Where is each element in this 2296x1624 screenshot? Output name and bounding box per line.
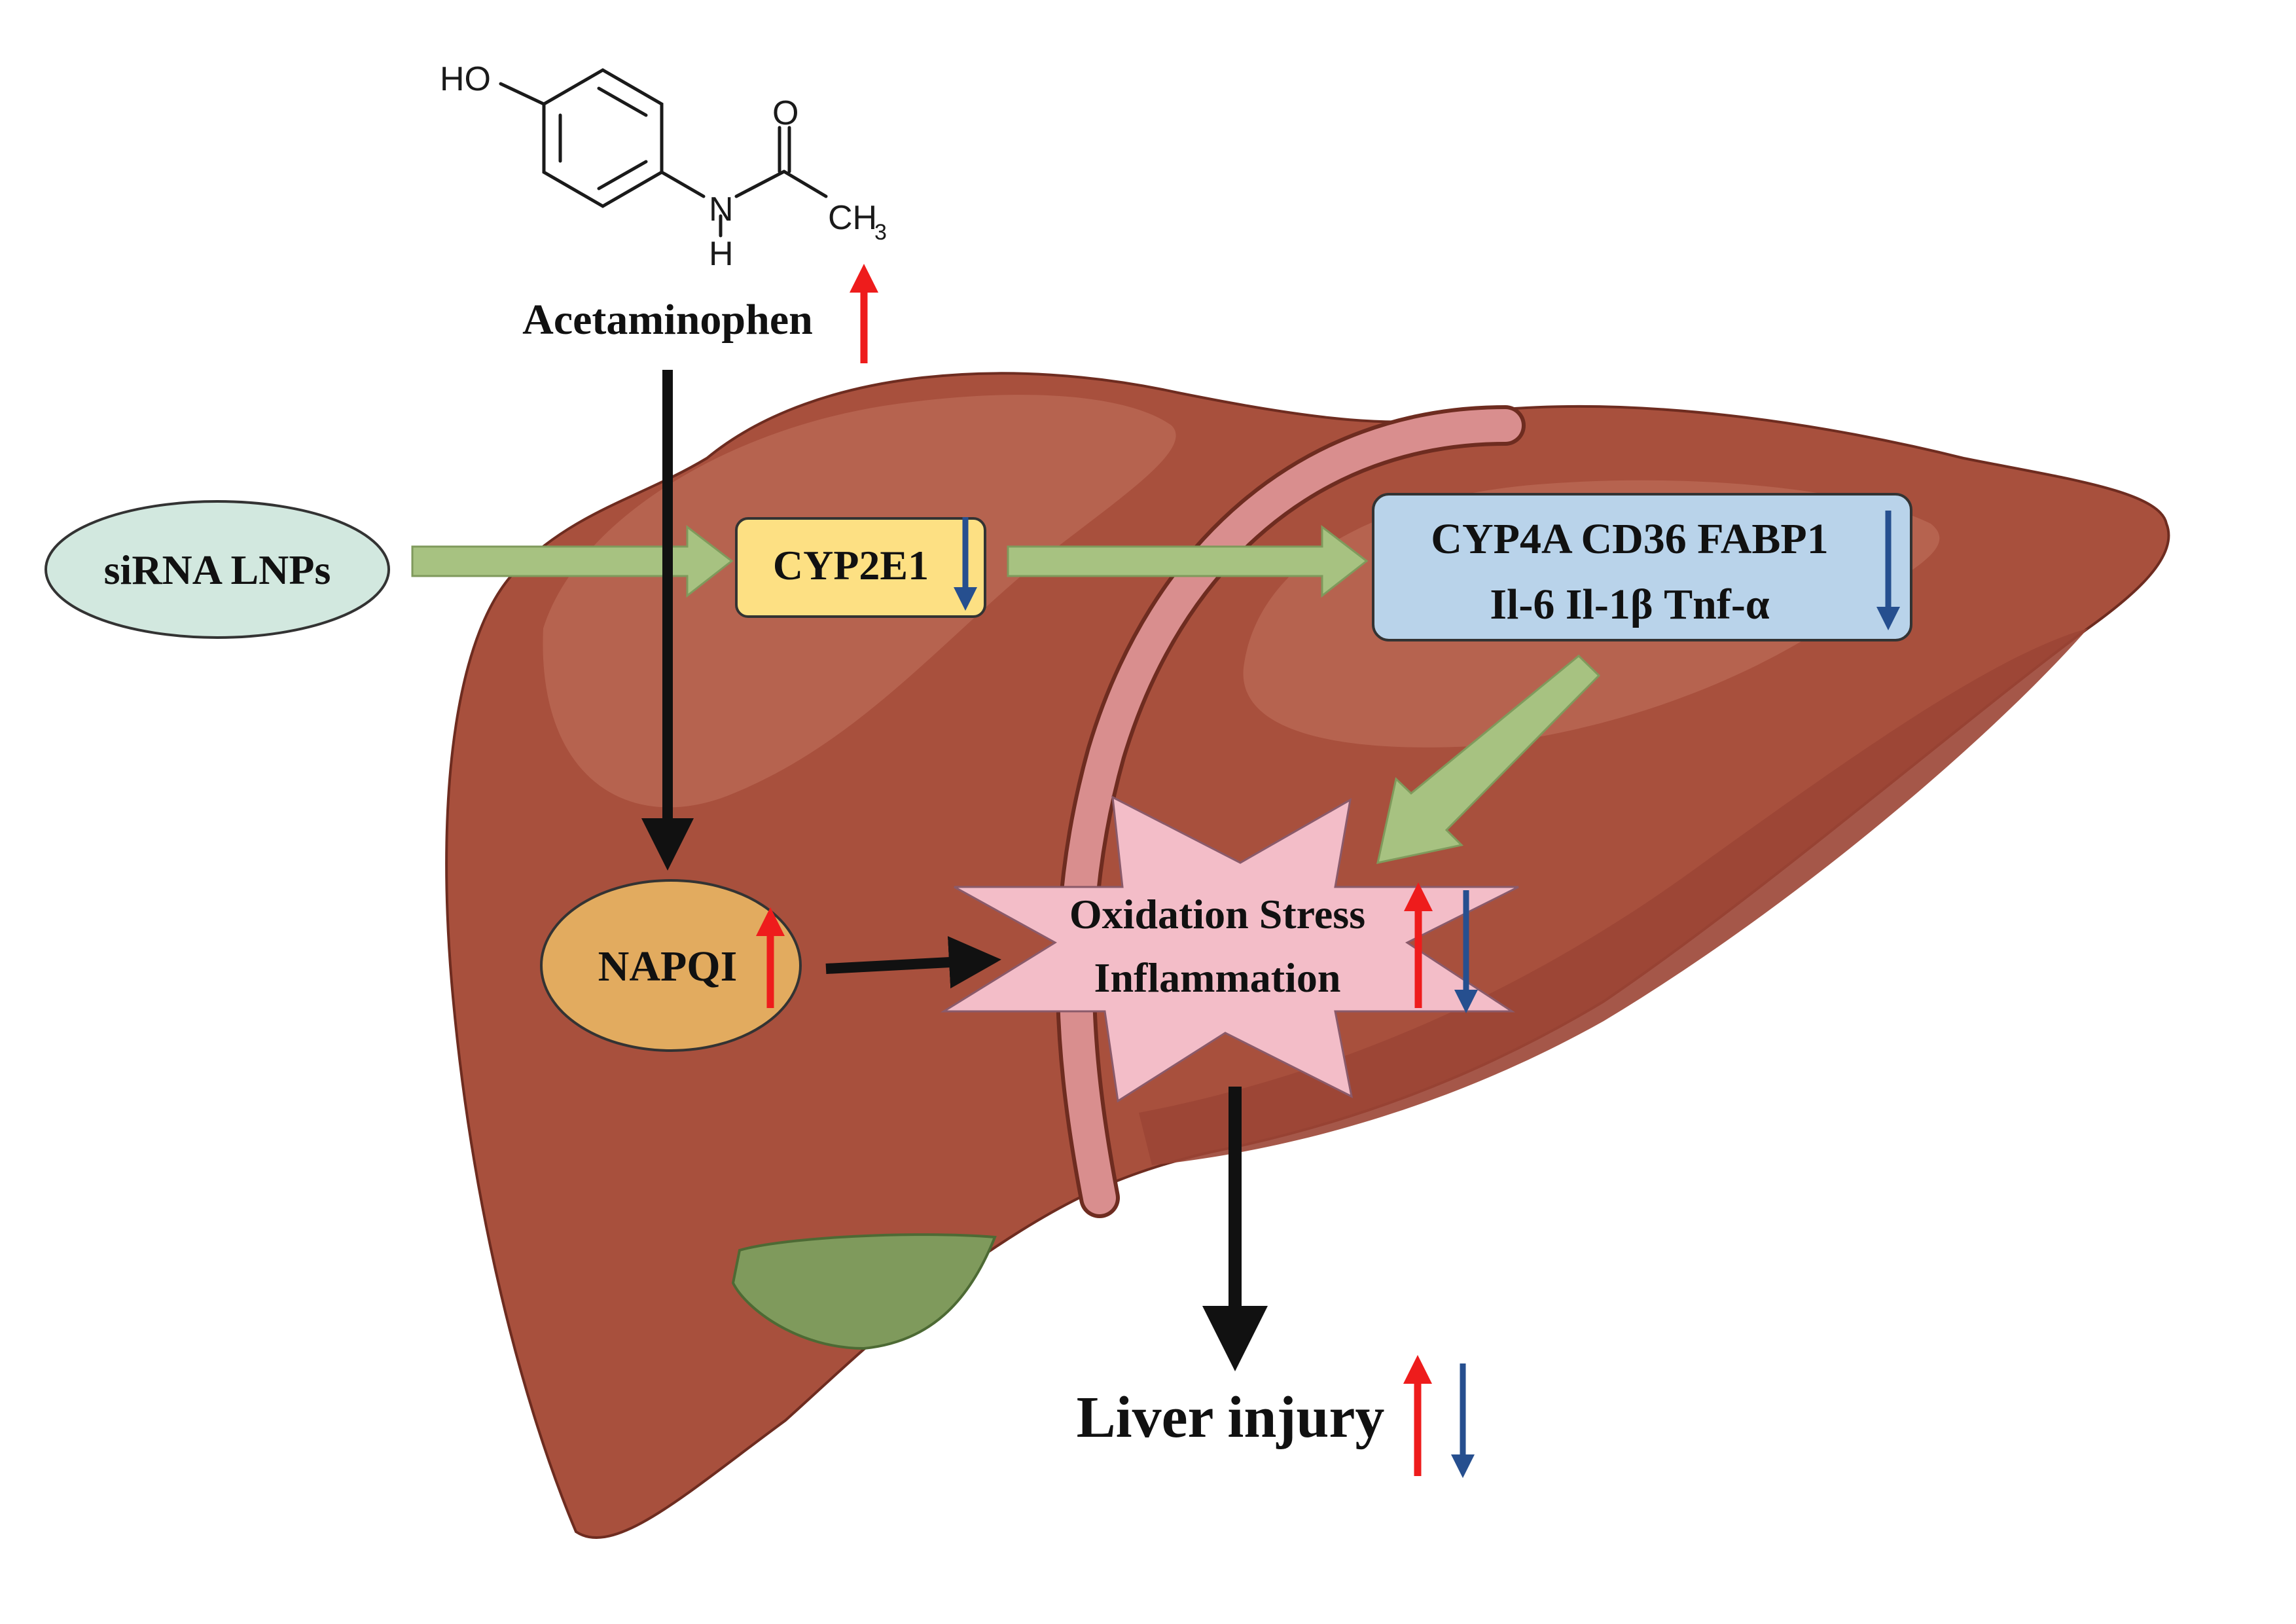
gallbladder (731, 1233, 997, 1350)
bond-ring-n (660, 170, 706, 198)
atom-ch3: CH (828, 199, 877, 237)
atom-ch3-subscript: 3 (874, 220, 887, 245)
atom-o: O (772, 94, 798, 132)
stress-label-line1: Oxidation Stress (1069, 891, 1365, 937)
atom-n: N (709, 190, 734, 228)
black-arrows (641, 370, 1268, 1371)
liver-injury-label: Liver injury (1077, 1385, 1385, 1450)
stress-star-node (940, 795, 1519, 1103)
napqi-label: NAPQI (598, 943, 738, 990)
falciform-ligament-inner (1059, 409, 1522, 1214)
sirna-lnps-label: siRNA LNPs (104, 547, 331, 593)
atom-ho: HO (440, 60, 491, 98)
genes-label-line1: CYP4A CD36 FABP1 (1431, 515, 1828, 563)
atom-h: H (709, 235, 734, 273)
arrow-sirna-to-cyp2e1 (411, 524, 734, 598)
cyp2e1-label: CYP2E1 (773, 542, 929, 588)
stress-label-line2: Inflammation (1094, 954, 1341, 1001)
bond-n-c (734, 170, 786, 198)
arrow-genes-to-stress (1376, 654, 1601, 864)
bond-c-ch3 (782, 170, 828, 198)
arrow-cyp2e1-to-genes (1007, 524, 1369, 598)
napqi-node (540, 879, 802, 1052)
bond-ho (499, 82, 546, 106)
sirna-lnps-node (45, 500, 390, 639)
green-arrows (411, 524, 1601, 864)
arrow-napqi-to-stress (825, 936, 1001, 989)
cyp2e1-node (735, 517, 986, 618)
liver-right-shading (1139, 628, 2088, 1165)
acetaminophen-label: Acetaminophen (522, 296, 813, 344)
inner-bond-2 (597, 160, 648, 190)
inner-bond-1 (597, 86, 648, 117)
regulation-indicators (756, 264, 1900, 1478)
genes-node (1372, 493, 1912, 641)
acetaminophen-structure (499, 68, 828, 238)
genes-label-line2: Il-6 Il-1β Tnf-α (1490, 581, 1769, 628)
